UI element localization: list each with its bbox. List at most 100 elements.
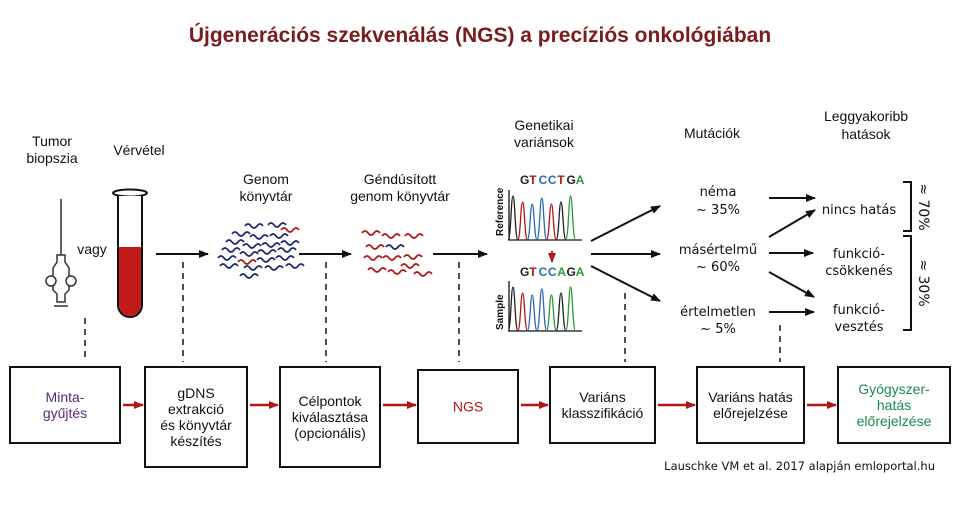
mutation-missense: másértelmű [679,243,757,258]
trace-peak [507,286,519,332]
variants-label-2: variánsok [514,134,575,150]
trace-peak [555,292,567,332]
dna-fragment-icon [277,247,297,253]
dashed-connectors [84,262,781,362]
chromatogram-traces [507,190,582,332]
trace-peak [536,197,548,241]
reference-label: Reference [495,187,506,236]
effects-header-2: hatások [841,126,891,142]
dna-fragment-icon [225,239,245,245]
sample-label: Sample [495,294,506,330]
base-letter: C [539,265,548,279]
enriched-lib-label-1: Géndúsított [364,171,436,187]
trace-peak [564,286,577,332]
dna-fragment-icon [219,263,239,269]
dna-fragment-icon [249,234,269,240]
blood-label: Vérvétel [113,142,164,158]
mutation-silent: néma [700,185,737,200]
dna-fragment-icon [257,249,277,255]
dna-fragment-icon [244,223,264,229]
base-letter: T [529,265,537,279]
credit: Lauschke VM et al. 2017 alapján emloport… [664,459,935,473]
trace-peak [545,203,558,241]
base-letter: A [557,265,566,279]
step-label: gyűjtés [43,405,87,421]
bracket-30 [903,235,912,331]
trace-peak [564,195,577,241]
trace-peak [555,201,567,241]
dna-fragment-icon [404,233,424,239]
mutations-header: Mutációk [684,125,741,141]
trace-peak [507,195,519,241]
step-label: Minta- [46,389,85,405]
blood-tube-icon [112,188,148,318]
dna-fragment-icon [261,242,281,248]
base-letter: T [557,173,565,187]
dna-fragment-icon [267,222,287,228]
genome-lib-label-2: könyvtár [240,188,293,204]
step-label: (opcionális) [294,425,366,441]
base-letter: G [520,173,529,187]
step-label: extrakció [168,401,224,417]
dna-fragment-icon [231,231,251,237]
trace-peak [526,203,538,241]
base-letter: G [567,265,576,279]
base-letter: C [548,173,557,187]
dna-fragment-icon [367,267,387,273]
bracket-70 [903,181,912,232]
mutation-silent-pct: ~ 35% [696,203,740,218]
dna-fragment-icon [382,255,402,261]
step-label: NGS [453,399,483,415]
trace-peak [516,292,529,332]
dna-fragment-icon [221,247,241,253]
dna-fragment-icon [285,263,305,269]
dna-fragment-icon [239,251,259,257]
effects-header-1: Leggyakoribb [824,108,908,124]
mutation-nonsense-pct: ~ 5% [700,322,736,337]
page-title: Újgenerációs szekvenálás (NGS) a precízi… [189,23,771,47]
effect-loss-2: vesztés [834,320,883,335]
trace-peak [545,294,558,332]
step-label: Célpontok [298,393,362,409]
tumor-label-1: Tumor [32,133,72,149]
step-label: előrejelzése [857,413,932,429]
effect-none: nincs hatás [822,203,896,218]
step-label: előrejelzése [713,405,788,421]
enriched-lib-label-2: genom könyvtár [350,188,450,204]
dna-fragment-icon [256,257,276,263]
genome-lib-label-1: Genom [243,171,289,187]
dna-fragment-icon [280,240,300,246]
pct-70-label: ≈ 70% [915,183,931,230]
branch-arrows [590,194,816,316]
tumor-label-2: biopszia [26,150,78,166]
trace-peak [526,294,538,332]
step-label: Variáns [579,389,625,405]
biopsy-needle-icon [45,199,77,307]
trace-peak [536,288,548,332]
step-box: Minta-gyűjtés [9,366,121,444]
dna-fragment-icon [363,255,383,261]
dna-fragment-icon [413,271,433,277]
step-label: készítés [170,433,221,449]
step-label: klasszifikáció [562,405,644,421]
dna-fragment-icon [280,227,300,233]
variants-label-1: Genetikai [514,117,573,133]
dna-fragment-icon [387,269,407,275]
dna-fragment-icon [403,254,423,260]
dna-fragments [217,222,433,279]
base-letter: G [520,265,529,279]
dna-fragment-icon [237,259,257,265]
dna-fragment-icon [239,273,259,279]
step-box: NGS [417,369,519,444]
base-letter: A [576,173,585,187]
trace-peak [516,201,529,241]
base-letter: A [576,265,585,279]
step-label: kiválasztása [292,409,368,425]
